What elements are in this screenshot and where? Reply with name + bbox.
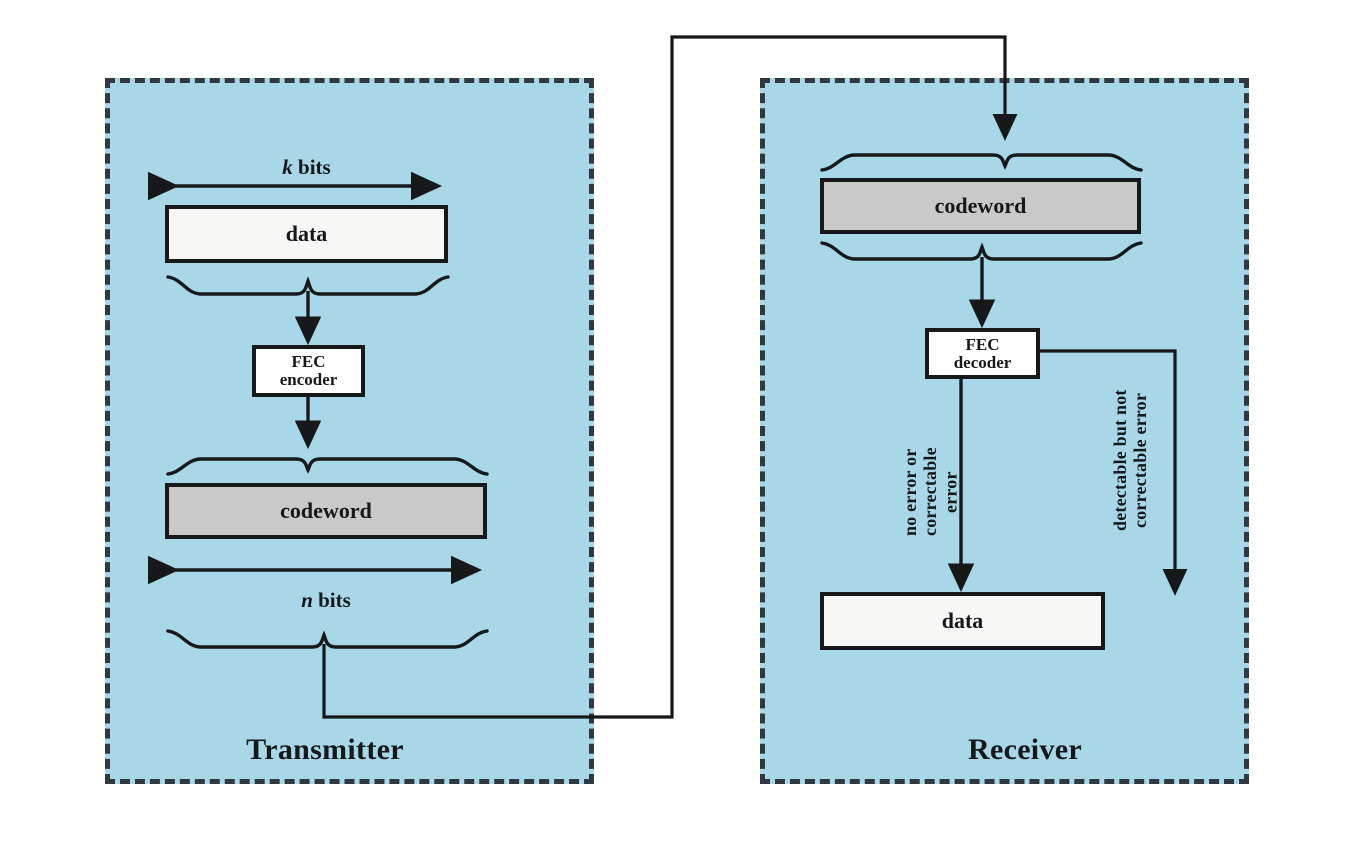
receiver-codeword-block: codeword — [820, 178, 1141, 234]
transmitter-codeword-block: codeword — [165, 483, 487, 539]
fec-encoder-line2: encoder — [279, 370, 338, 389]
fec-decoder-block: FEC decoder — [925, 328, 1040, 379]
fec-decoder-line1: FEC — [965, 334, 1000, 354]
transmitter-n-bits-label: n bits — [301, 588, 351, 612]
fec-encoder-line1: FEC — [291, 352, 326, 372]
transmitter-k-bits-label: k bits — [282, 155, 331, 179]
no-error-or-correctable-error-label: no error or correctable error — [900, 447, 961, 537]
detectable-but-not-correctable-error-label: detectable but not correctable error — [1110, 389, 1151, 531]
transmitter-label: Transmitter — [246, 733, 404, 766]
fec-encoder-block: FEC encoder — [252, 345, 365, 397]
transmitter-data-block: data — [165, 205, 448, 263]
receiver-label: Receiver — [968, 733, 1082, 766]
transmitter-panel — [105, 78, 594, 784]
fec-decoder-line2: decoder — [953, 352, 1012, 372]
receiver-data-block: data — [820, 592, 1105, 650]
